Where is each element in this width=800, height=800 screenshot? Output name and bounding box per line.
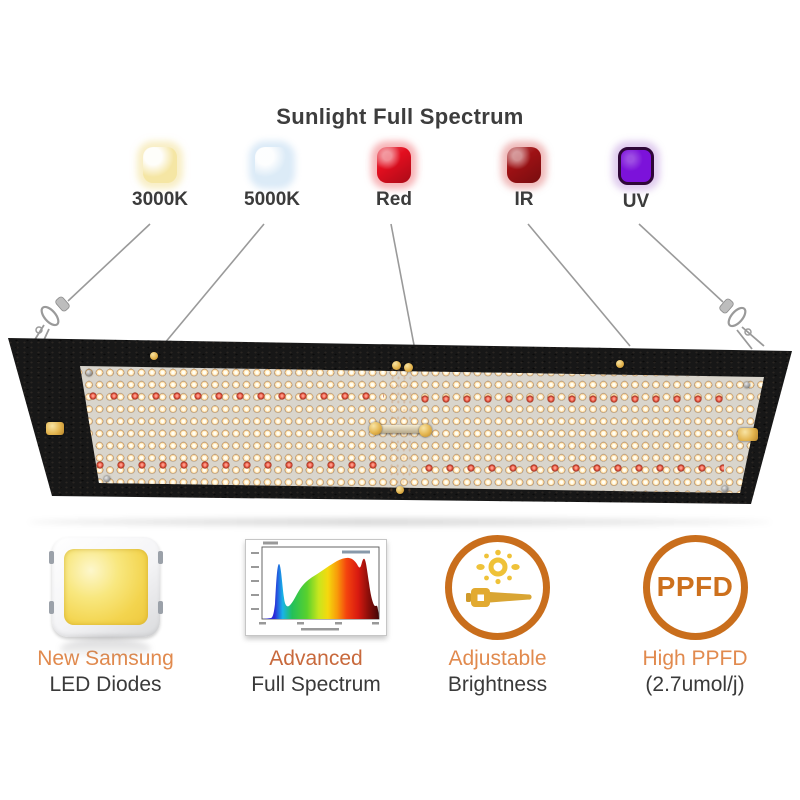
right-connector xyxy=(738,428,758,441)
divider-screw xyxy=(392,361,401,370)
led-panel xyxy=(8,338,792,504)
red-led-row xyxy=(420,392,728,406)
led-phosphor xyxy=(63,549,148,625)
corner-screw xyxy=(722,486,728,492)
legend-item-5000k: 5000K xyxy=(217,147,327,211)
legend-label-ir: IR xyxy=(514,189,534,210)
hanging-cable-right xyxy=(638,223,724,303)
samsung-led-chip-icon xyxy=(48,537,163,637)
center-bracket xyxy=(372,425,430,433)
legend-label-5000k: 5000K xyxy=(244,189,300,210)
feature-subtitle: LED Diodes xyxy=(49,673,162,696)
cable-hook-right-icon xyxy=(719,298,765,350)
feature-subtitle: Brightness xyxy=(447,673,548,696)
panel-reflection xyxy=(28,518,772,526)
sun-and-slider-icon xyxy=(465,549,532,607)
feature-title: Advanced xyxy=(269,647,363,670)
red-led-row xyxy=(88,389,384,403)
legend-item-uv: UV xyxy=(581,147,691,213)
swatch-3000k-icon xyxy=(143,147,177,183)
slider-icon xyxy=(465,588,532,607)
swatch-uv-icon xyxy=(618,147,654,185)
legend-label-red: Red xyxy=(376,189,412,210)
cable-hook-left-icon xyxy=(33,296,70,343)
pointer-line-5000k xyxy=(163,223,265,345)
mounting-screw xyxy=(150,352,158,360)
dimmer-icon xyxy=(445,534,550,640)
left-connector xyxy=(46,422,64,435)
pointer-lines-overlay xyxy=(33,223,765,350)
red-led-row xyxy=(424,461,724,475)
feature-subtitle: (2.7umol/j) xyxy=(645,673,745,696)
pointer-line-red xyxy=(390,223,415,346)
feature-adjustable-brightness: Adjustable Brightness xyxy=(405,531,590,698)
legend-item-ir: IR xyxy=(469,147,579,211)
ppfd-badge-text: PPFD xyxy=(656,571,734,602)
corner-screw xyxy=(86,370,92,376)
legend-label-uv: UV xyxy=(622,191,650,212)
hanging-cable-left xyxy=(67,223,151,302)
feature-full-spectrum: Advanced Full Spectrum xyxy=(222,531,410,698)
divider-screw xyxy=(404,363,413,372)
feature-samsung-led: New Samsung LED Diodes xyxy=(8,531,203,698)
corner-screw xyxy=(104,476,110,482)
swatch-red-icon xyxy=(377,147,411,183)
spectrum-chart-icon xyxy=(245,538,387,636)
swatch-ir-icon xyxy=(507,147,541,183)
feature-high-ppfd: PPFD High PPFD (2.7umol/j) xyxy=(600,531,790,698)
feature-title: High PPFD xyxy=(642,647,748,670)
divider-screw xyxy=(396,486,404,494)
mounting-screw xyxy=(616,360,624,368)
center-bracket-screw xyxy=(369,422,382,435)
page-title: Sunlight Full Spectrum xyxy=(276,104,524,129)
pointer-line-ir xyxy=(527,223,631,347)
legend-item-3000k: 3000K xyxy=(105,147,215,211)
red-led-row xyxy=(95,458,387,472)
center-bracket-screw xyxy=(419,424,432,437)
ppfd-badge: PPFD xyxy=(642,534,748,640)
swatch-5000k-icon xyxy=(255,147,289,183)
legend-label-3000k: 3000K xyxy=(132,189,188,210)
corner-screw xyxy=(744,382,750,388)
legend-item-red: Red xyxy=(339,147,449,211)
feature-subtitle: Full Spectrum xyxy=(251,673,381,696)
feature-title: Adjustable xyxy=(448,647,547,670)
